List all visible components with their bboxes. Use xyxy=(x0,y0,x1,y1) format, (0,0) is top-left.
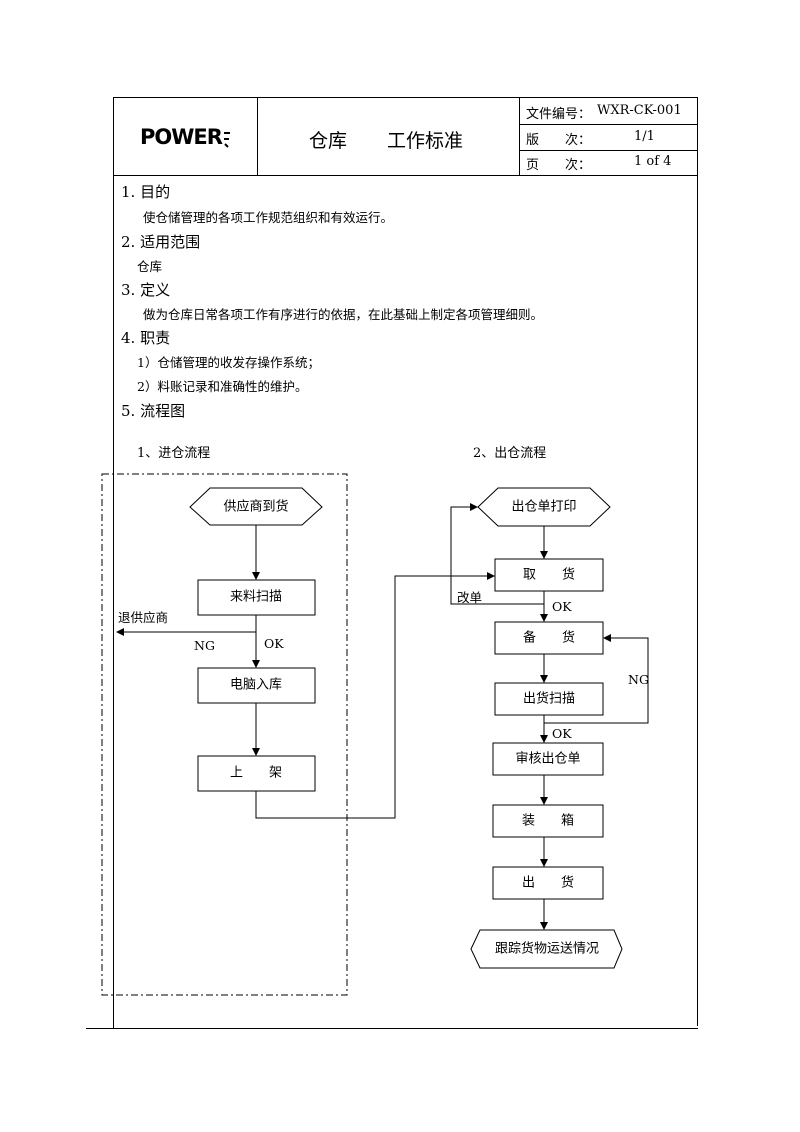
node-incoming-scan-label: 来料扫描 xyxy=(230,590,282,605)
node-computer-entry-label: 电脑入库 xyxy=(230,677,282,693)
section-heading-flowchart: 5. 流程图 xyxy=(121,402,186,420)
node-shelving: 上 架 xyxy=(197,755,316,792)
node-packing-label: 装 箱 xyxy=(522,813,574,829)
node-pick-goods: 取 货 xyxy=(494,558,604,592)
node-supplier-arrival-label: 供应商到货 xyxy=(223,499,288,515)
edge-change-order-loop xyxy=(450,503,544,605)
header-box: POWER 仓库 工作标准 文件编号： WXR-CK-001 版 次： 1/1 … xyxy=(113,97,698,176)
change-order-label: 改单 xyxy=(457,590,482,605)
logo-text: POWER xyxy=(140,125,223,149)
node-shelving-label: 上 架 xyxy=(230,766,282,781)
bottom-rule xyxy=(86,1028,698,1029)
outbound-ok-label-1: OK xyxy=(552,599,572,614)
doc-info: 文件编号： WXR-CK-001 版 次： 1/1 页 次： 1 of 4 xyxy=(519,98,697,175)
logo-spark-icon xyxy=(223,131,230,148)
power-logo: POWER xyxy=(140,125,230,149)
inbound-ng-label: NG xyxy=(194,638,215,653)
page-row: 页 次： 1 of 4 xyxy=(519,151,697,175)
section-heading-scope: 2. 适用范围 xyxy=(121,233,201,251)
section-text-purpose: 使仓储管理的各项工作规范组织和有效运行。 xyxy=(143,210,394,225)
section-heading-duties: 4. 职责 xyxy=(121,329,171,347)
flow-in-title: 1、进仓流程 xyxy=(137,446,211,461)
node-print-outbound-order-label: 出仓单打印 xyxy=(511,500,576,515)
node-pick-goods-label: 取 货 xyxy=(523,567,575,583)
section-heading-definition: 3. 定义 xyxy=(121,281,171,299)
doc-no-row: 文件编号： WXR-CK-001 xyxy=(519,98,697,125)
outbound-ok-label-2: OK xyxy=(552,726,572,741)
page-value: 1 of 4 xyxy=(634,154,672,169)
doc-no-label: 文件编号： xyxy=(526,107,592,122)
page-title-right: 工作标准 xyxy=(387,130,464,152)
node-print-outbound-order: 出仓单打印 xyxy=(477,487,611,527)
outbound-ng-label: NG xyxy=(628,672,649,687)
title-cell: 仓库 工作标准 xyxy=(257,98,520,175)
version-value: 1/1 xyxy=(634,129,655,144)
node-prepare-goods-label: 备 货 xyxy=(523,630,575,646)
page-label: 页 次： xyxy=(526,158,592,173)
version-row: 版 次： 1/1 xyxy=(519,125,697,151)
node-track-delivery: 跟踪货物运送情况 xyxy=(470,929,623,969)
left-border xyxy=(113,176,114,1029)
node-review-order: 审核出仓单 xyxy=(492,742,604,776)
edge-ng-loop xyxy=(544,634,649,724)
edge-shelving-to-pick xyxy=(255,572,495,819)
flow-out-title: 2、出仓流程 xyxy=(473,446,547,461)
right-border xyxy=(697,176,698,1026)
node-supplier-arrival: 供应商到货 xyxy=(189,487,323,526)
node-shipping-scan-label: 出货扫描 xyxy=(523,691,575,707)
node-incoming-scan: 来料扫描 xyxy=(197,579,316,616)
section-text-scope: 仓库 xyxy=(137,259,163,274)
inbound-dashed-boundary xyxy=(101,473,348,996)
node-review-order-label: 审核出仓单 xyxy=(515,752,580,767)
node-shipping-scan: 出货扫描 xyxy=(494,682,604,716)
section-text-duty-1: 1）仓储管理的收发存操作系统； xyxy=(137,355,320,370)
node-packing: 装 箱 xyxy=(492,804,604,838)
inbound-ok-label: OK xyxy=(264,636,284,651)
reject-supplier-label: 退供应商 xyxy=(118,610,168,625)
page-title-left: 仓库 xyxy=(309,130,348,152)
section-heading-purpose: 1. 目的 xyxy=(121,183,171,201)
node-track-delivery-label: 跟踪货物运送情况 xyxy=(495,941,599,957)
node-ship-label: 出 货 xyxy=(522,875,574,891)
section-text-definition: 做为仓库日常各项工作有序进行的依据，在此基础上制定各项管理细则。 xyxy=(143,307,544,322)
node-ship: 出 货 xyxy=(492,866,604,900)
node-prepare-goods: 备 货 xyxy=(494,621,604,655)
node-computer-entry: 电脑入库 xyxy=(197,667,316,704)
version-label: 版 次： xyxy=(526,133,592,148)
logo: POWER xyxy=(114,98,258,175)
section-text-duty-2: 2）料账记录和准确性的维护。 xyxy=(137,379,308,394)
doc-no-value: WXR-CK-001 xyxy=(597,103,682,118)
